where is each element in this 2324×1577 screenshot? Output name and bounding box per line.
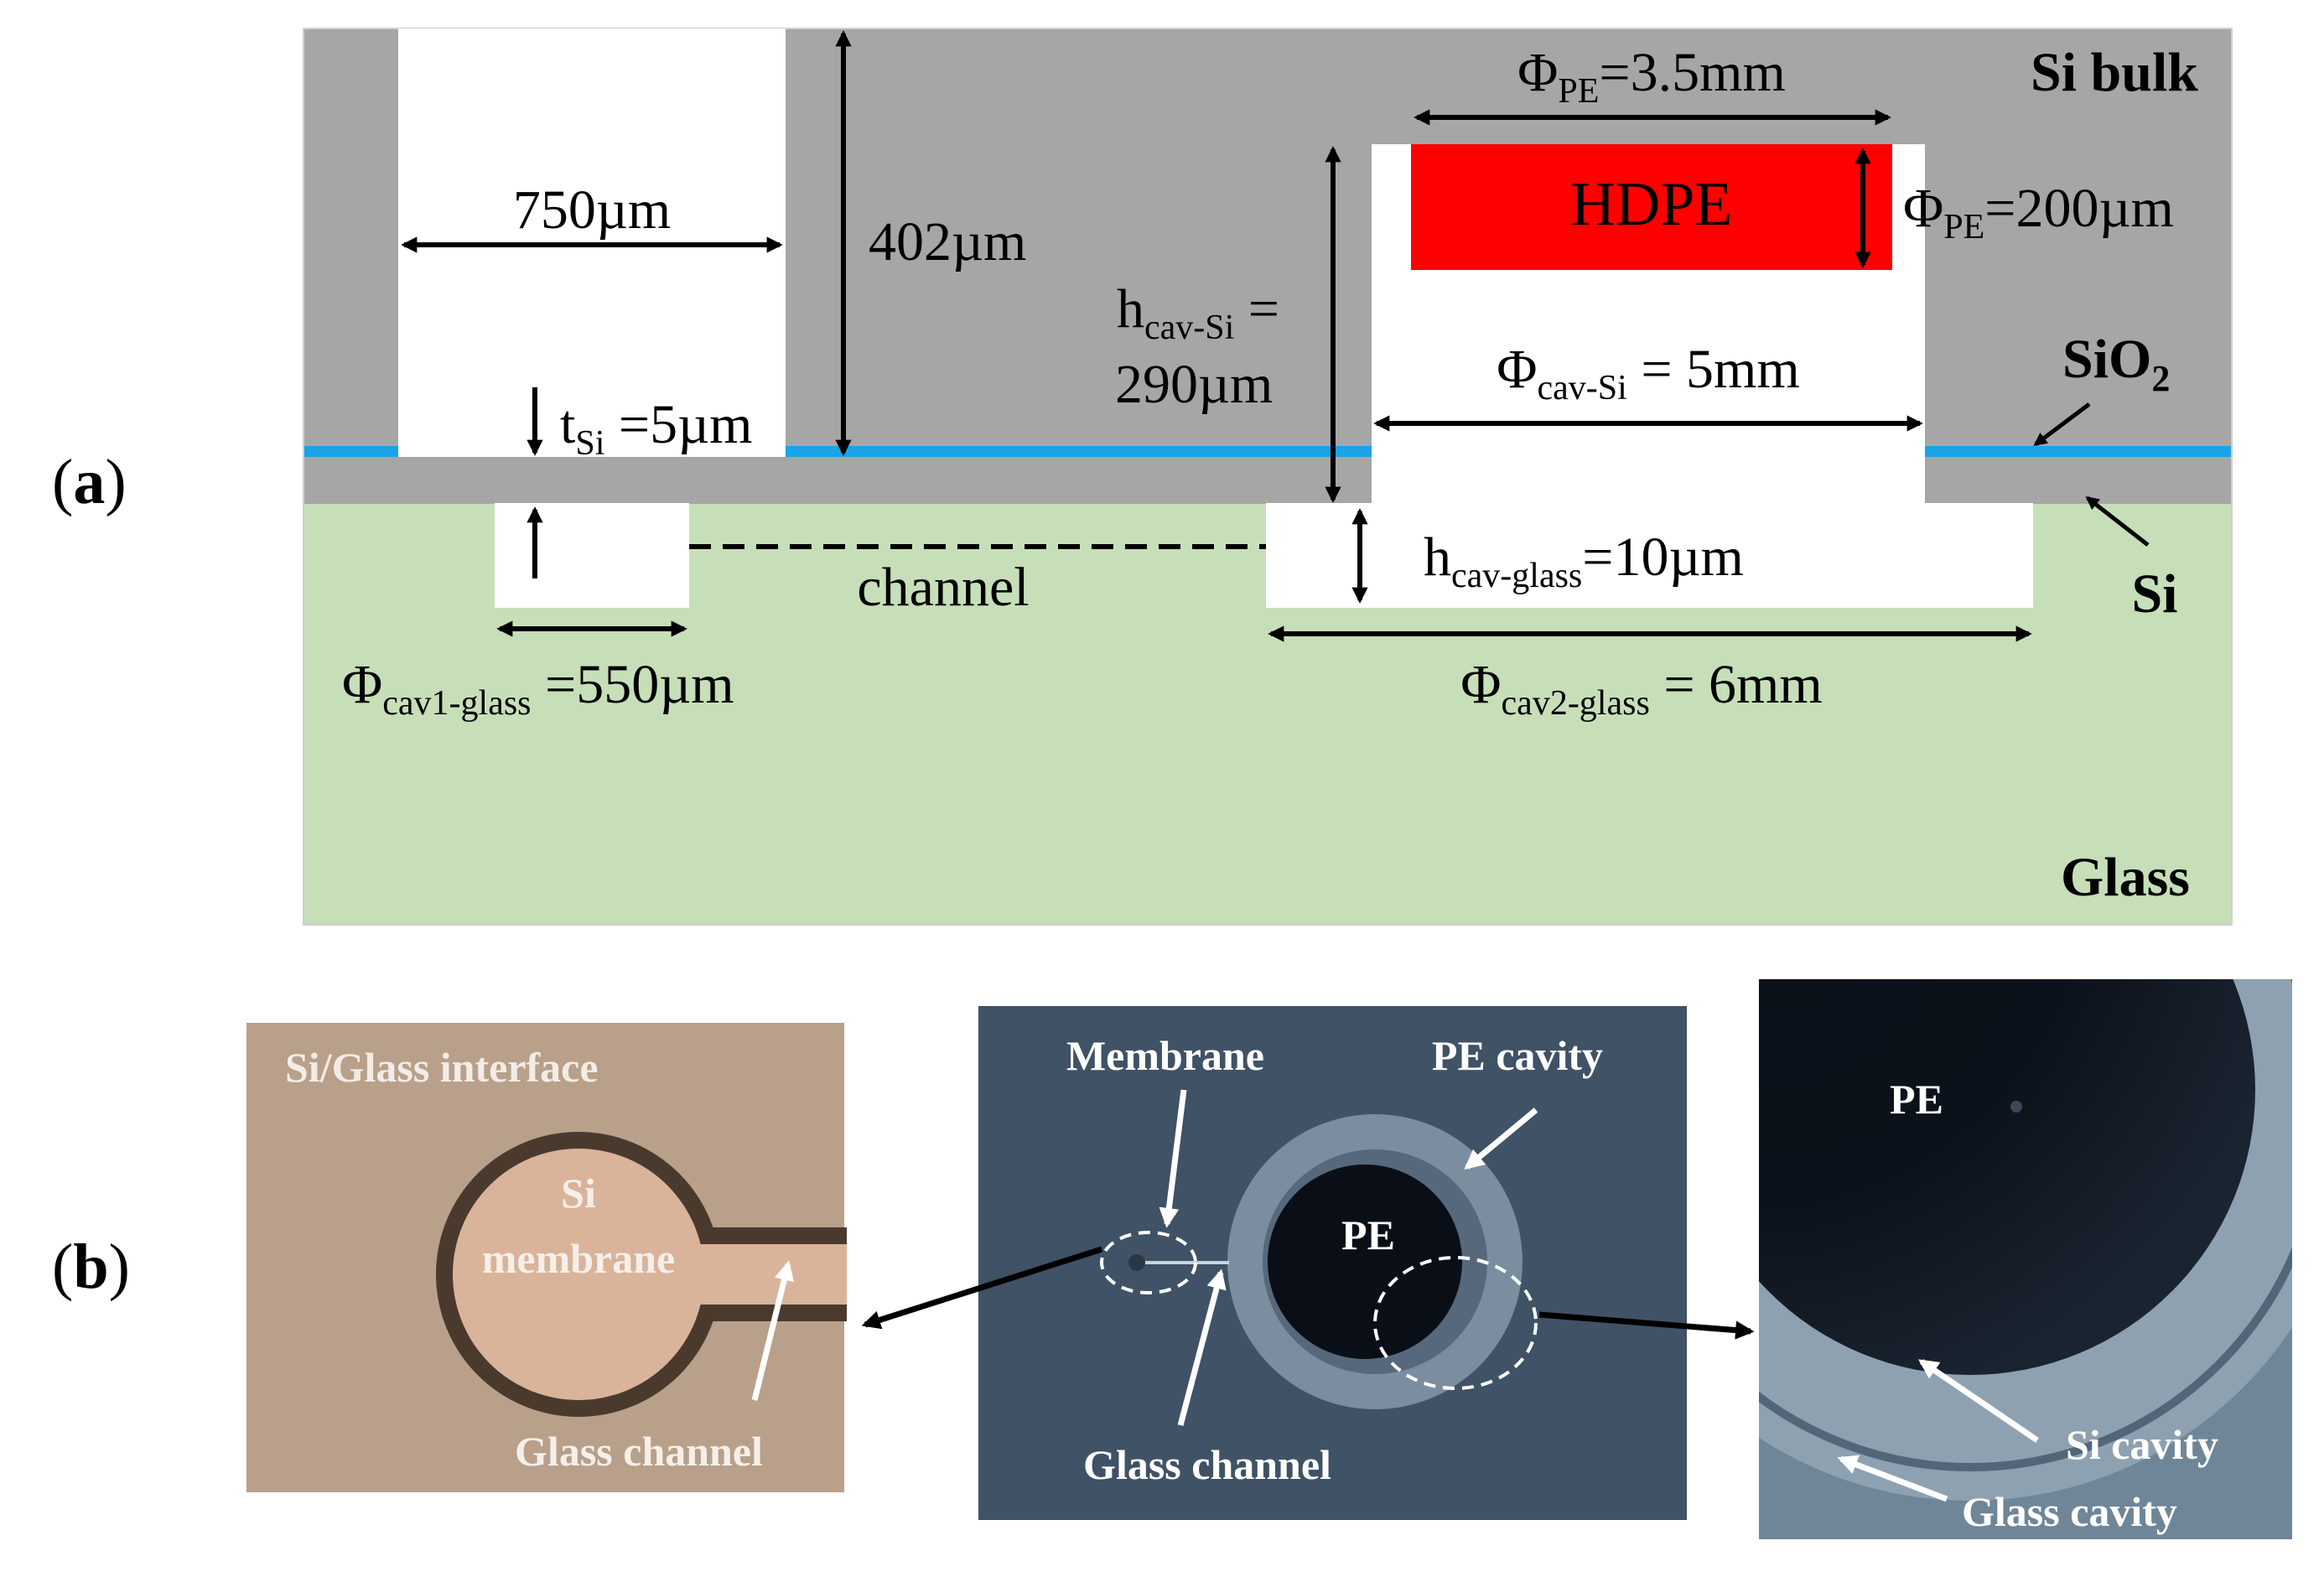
dim-phi-cav1-label: Φcav1-glass =550µm [342,654,734,723]
panel-b-label: (b) [52,1232,130,1302]
photo3-glass-cavity-edge [1759,979,2292,1471]
photo1-membrane-line1: Si [561,1170,596,1216]
photo-si-glass-interface: Si/Glass interface Si membrane Glass cha… [246,1023,847,1492]
photo2-channel-label: Glass channel [1083,1441,1331,1488]
panel-b: (b) Si/Glass interface Si membrane Glass… [52,979,2292,1539]
connector-arrow-to-photo1 [861,1246,1103,1330]
si-device-layer [303,457,2232,504]
photo-cavity-zoom: PE Si cavity Glass cavity [1759,979,2292,1539]
photo2-membrane-highlight [1100,1231,1197,1294]
photo2-membrane-dot [1128,1254,1145,1271]
photo1-membrane-fill [453,1149,704,1400]
dim-402-label: 402µm [869,211,1026,272]
glass-label: Glass [2061,847,2190,908]
figure-border [303,28,2233,926]
cavity1-glass [495,503,689,608]
cavity2-glass [1266,503,2033,608]
photo1-channel-join [671,1244,721,1305]
dim-750-label: 750µm [513,179,671,241]
dim-tsi-label: tSi =5µm [560,394,752,463]
photo3-si-cavity-label: Si cavity [2066,1421,2218,1468]
photo2-membrane-label: Membrane [1066,1032,1264,1079]
photo1-channel-label: Glass channel [515,1428,763,1475]
dim-phi-cav2-label: Φcav2-glass = 6mm [1460,654,1822,723]
photo3-pe-center [1759,979,2255,1375]
photo2-pe-cavity-label: PE cavity [1432,1032,1603,1079]
panel-a: HDPE channel 750µm 402µm tSi =5µm ΦPE=3.… [52,28,2233,926]
panel-a-label: (a) [52,447,127,517]
dim-hcav-si-label-line2: 290µm [1115,354,1273,415]
hdpe-label: HDPE [1570,170,1732,239]
photo3-pe-speck [2010,1101,2022,1113]
dim-hcav-si-label-line1: hcav-Si = [1117,278,1279,347]
photo-device-overview: Membrane PE cavity PE Glass channel [978,1006,1687,1520]
sio2-label: SiO2 [2062,329,2170,399]
dim-phi-cav-si-label: Φcav-Si = 5mm [1497,339,1799,407]
dim-phi-pe-height-label: ΦPE=200µm [1903,178,2174,246]
photo1-title: Si/Glass interface [285,1044,599,1091]
photo3-pe-label: PE [1890,1076,1943,1123]
sio2-leader-arrow [2033,402,2091,446]
si-label: Si [2131,563,2177,625]
photo2-pe-center [1268,1165,1462,1359]
dim-hcav-glass-label: hcav-glass=10µm [1424,527,1744,595]
photo2-channel-arrow [1177,1268,1227,1426]
photo2-membrane-arrow [1159,1089,1187,1228]
channel-label: channel [857,557,1029,618]
photo1-membrane-line2: membrane [482,1235,676,1282]
connector-arrow-to-photo3 [1538,1311,1755,1340]
photo1-channel-arrow [751,1260,794,1401]
photo3-glass-cavity-arrow [1837,1455,1948,1502]
hdpe-block [1411,144,1892,270]
photo2-cavity-highlight [1373,1256,1538,1390]
dim-phi-pe-width-label: ΦPE=3.5mm [1517,42,1786,111]
photo3-si-cavity-arrow [1918,1359,2039,1443]
si-leader-arrow [2085,496,2150,547]
photo2-pe-cavity-arrow [1464,1108,1538,1170]
photo3-glass-cavity-label: Glass cavity [1962,1488,2177,1535]
photo2-pe-label: PE [1341,1211,1395,1258]
si-bulk-label: Si bulk [2031,42,2198,103]
